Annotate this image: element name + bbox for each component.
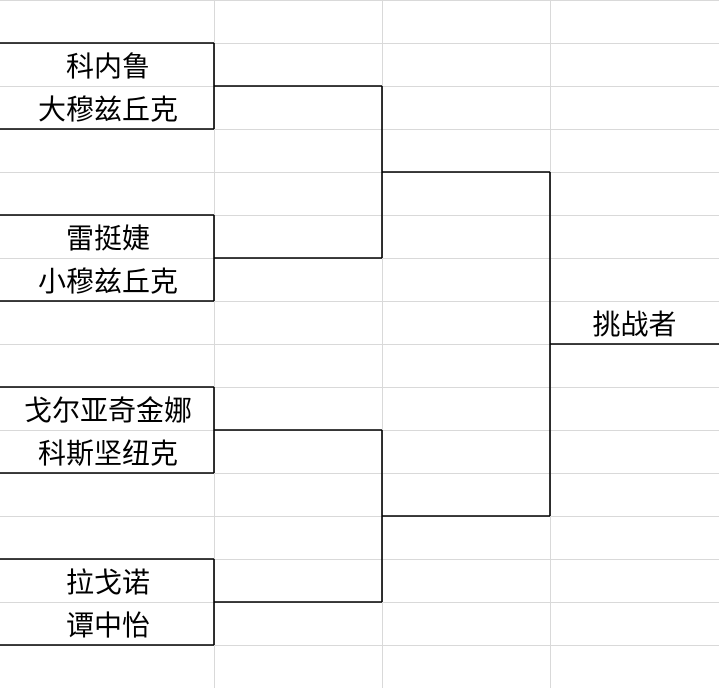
player-name-cell[interactable]: 雷挺婕 xyxy=(65,222,150,255)
player-name-cell[interactable]: 科斯坚纽克 xyxy=(37,437,178,470)
player-name-cell[interactable]: 科内鲁 xyxy=(65,50,150,83)
player-name-cell[interactable]: 戈尔亚奇金娜 xyxy=(23,394,192,427)
player-name-cell[interactable]: 小穆兹丘克 xyxy=(37,265,178,298)
player-name-cell[interactable]: 拉戈诺 xyxy=(65,566,150,599)
player-name-cell[interactable]: 大穆兹丘克 xyxy=(37,93,178,126)
winner-label-cell[interactable]: 挑战者 xyxy=(592,308,677,341)
player-name-cell[interactable]: 谭中怡 xyxy=(65,609,150,642)
bracket-lines xyxy=(0,42,719,646)
